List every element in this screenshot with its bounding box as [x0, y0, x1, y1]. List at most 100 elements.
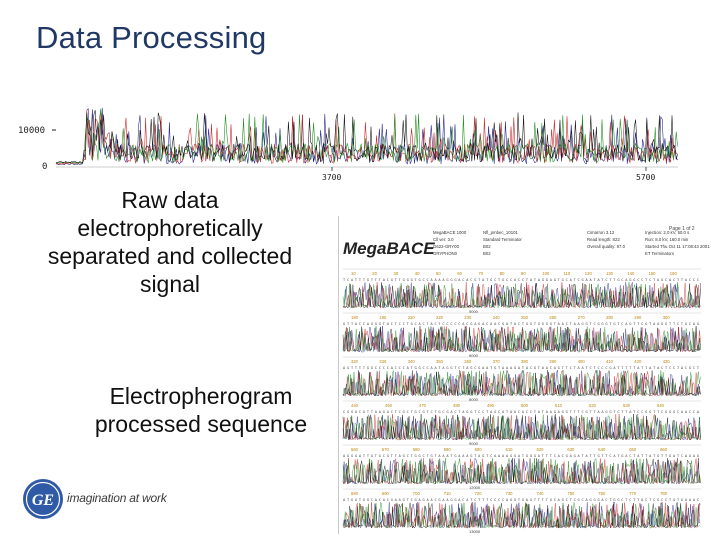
- report-info-line: Nfl_pmbec_10101: [483, 230, 518, 235]
- report-info-line: G622-GRY00: [433, 244, 460, 249]
- report-base-tick: 750: [567, 491, 575, 496]
- report-base-tick: 600: [475, 447, 483, 452]
- report-base-tick: 140: [627, 271, 635, 276]
- report-base-tick: 730: [506, 491, 514, 496]
- raw-data-plot: 10000 0 3700 5700: [18, 107, 678, 182]
- report-base-calls: AGGGATTGTGCGTTAGCTGGCTGTAAATGAAAGTAGTCAA…: [343, 454, 699, 458]
- report-base-tick: 650: [629, 447, 637, 452]
- report-base-tick: 500: [521, 403, 529, 408]
- report-base-tick: 240: [493, 315, 501, 320]
- report-base-tick: 640: [598, 447, 606, 452]
- report-page-number: Page 1 of 2: [669, 226, 695, 232]
- report-base-tick: 740: [537, 491, 545, 496]
- report-base-tick: 620: [537, 447, 545, 452]
- report-base-tick: 220: [436, 315, 444, 320]
- report-base-tick: 400: [578, 359, 586, 364]
- report-base-tick: 130: [606, 271, 614, 276]
- report-base-tick: 290: [634, 315, 642, 320]
- tagline: imagination at work: [67, 491, 167, 505]
- report-base-tick: 50: [436, 271, 441, 276]
- caption-raw-data: Raw data electrophoretically separated a…: [47, 187, 293, 297]
- report-base-tick: 660: [660, 447, 668, 452]
- report-scan-label: 13000: [469, 529, 481, 534]
- raw-trace-line: [55, 110, 678, 164]
- report-base-tick: 280: [606, 315, 614, 320]
- report-brand-logo: MegaBACE: [343, 239, 435, 258]
- report-base-tick: 370: [493, 359, 501, 364]
- report-base-tick: 270: [578, 315, 586, 320]
- report-base-tick: 440: [351, 403, 359, 408]
- report-base-tick: 10: [351, 271, 356, 276]
- report-base-tick: 540: [657, 403, 665, 408]
- report-info-line: ET Terminators: [645, 251, 674, 256]
- report-base-tick: 450: [385, 403, 393, 408]
- report-base-tick: 110: [564, 271, 571, 276]
- report-base-tick: 190: [379, 315, 387, 320]
- report-scan-label: 8000: [469, 397, 479, 402]
- report-trace-line: [342, 414, 701, 441]
- report-base-tick: 120: [585, 271, 593, 276]
- report-base-tick: 700: [413, 491, 421, 496]
- report-trace-line: [342, 502, 701, 529]
- report-base-tick: 720: [475, 491, 483, 496]
- report-trace-line: [342, 370, 701, 397]
- raw-trace-line: [55, 109, 678, 165]
- report-base-tick: 480: [453, 403, 461, 408]
- report-base-tick: 710: [444, 491, 452, 496]
- report-base-tick: 630: [567, 447, 575, 452]
- report-base-tick: 320: [351, 359, 359, 364]
- report-base-tick: 570: [382, 447, 390, 452]
- report-base-tick: 70: [479, 271, 484, 276]
- report-base-tick: 560: [351, 447, 359, 452]
- report-base-tick: 520: [589, 403, 597, 408]
- report-scan-label: 12000: [469, 485, 481, 490]
- report-base-tick: 350: [436, 359, 444, 364]
- report-trace-line: [342, 325, 701, 353]
- report-base-tick: 100: [542, 271, 550, 276]
- report-info-line: GRYPHON0: [433, 251, 458, 256]
- report-base-calls: TCATTTGTTTACGTTGGGTGCCAAAAGGGACACGTATGCT…: [343, 278, 699, 282]
- report-base-calls: ATGGTGGCACACGAAGTCGAGAACGAAGGACATCTTTCCC…: [343, 498, 699, 502]
- report-info-line: Run: 8.0 kV, 160.0 min: [645, 237, 689, 242]
- report-base-tick: 590: [444, 447, 452, 452]
- report-base-tick: 770: [629, 491, 637, 496]
- report-base-tick: 760: [598, 491, 606, 496]
- x-tick-3700: 3700: [322, 173, 341, 182]
- report-base-tick: 40: [415, 271, 420, 276]
- report-info-line: MegaBACE 1000: [433, 230, 467, 235]
- report-base-tick: 150: [649, 271, 657, 276]
- report-base-tick: 180: [351, 315, 359, 320]
- report-base-tick: 610: [506, 447, 514, 452]
- report-base-tick: 420: [634, 359, 642, 364]
- report-trace-line: [342, 502, 701, 529]
- report-base-tick: 430: [663, 359, 671, 364]
- report-base-calls: GTTACCAGGGTACTCCTGCACTACTCCCCCACGAGACAAC…: [343, 322, 699, 326]
- x-tick-5700: 5700: [636, 173, 655, 182]
- report-base-tick: 680: [351, 491, 359, 496]
- raw-signal-traces: [55, 107, 678, 166]
- report-trace-line: [342, 413, 701, 441]
- report-base-tick: 380: [521, 359, 529, 364]
- report-info-line: Read length: 822: [587, 237, 620, 242]
- report-scan-label: 9000: [469, 441, 479, 446]
- report-base-tick: 410: [606, 359, 614, 364]
- report-info-line: Overall quality: 97.0: [587, 244, 626, 249]
- report-base-tick: 230: [464, 315, 472, 320]
- report-base-tick: 60: [457, 271, 462, 276]
- report-base-tick: 780: [660, 491, 668, 496]
- report-info-line: Cimarron 3.12: [587, 230, 615, 235]
- raw-trace-line: [55, 108, 678, 165]
- report-info-line: B02: [483, 251, 491, 256]
- report-base-tick: 300: [663, 315, 671, 320]
- report-base-tick: 160: [670, 271, 678, 276]
- report-scan-label: 6000: [469, 353, 479, 358]
- caption-electropherogram: Electropherogram processed sequence: [94, 383, 308, 437]
- report-base-tick: 250: [521, 315, 529, 320]
